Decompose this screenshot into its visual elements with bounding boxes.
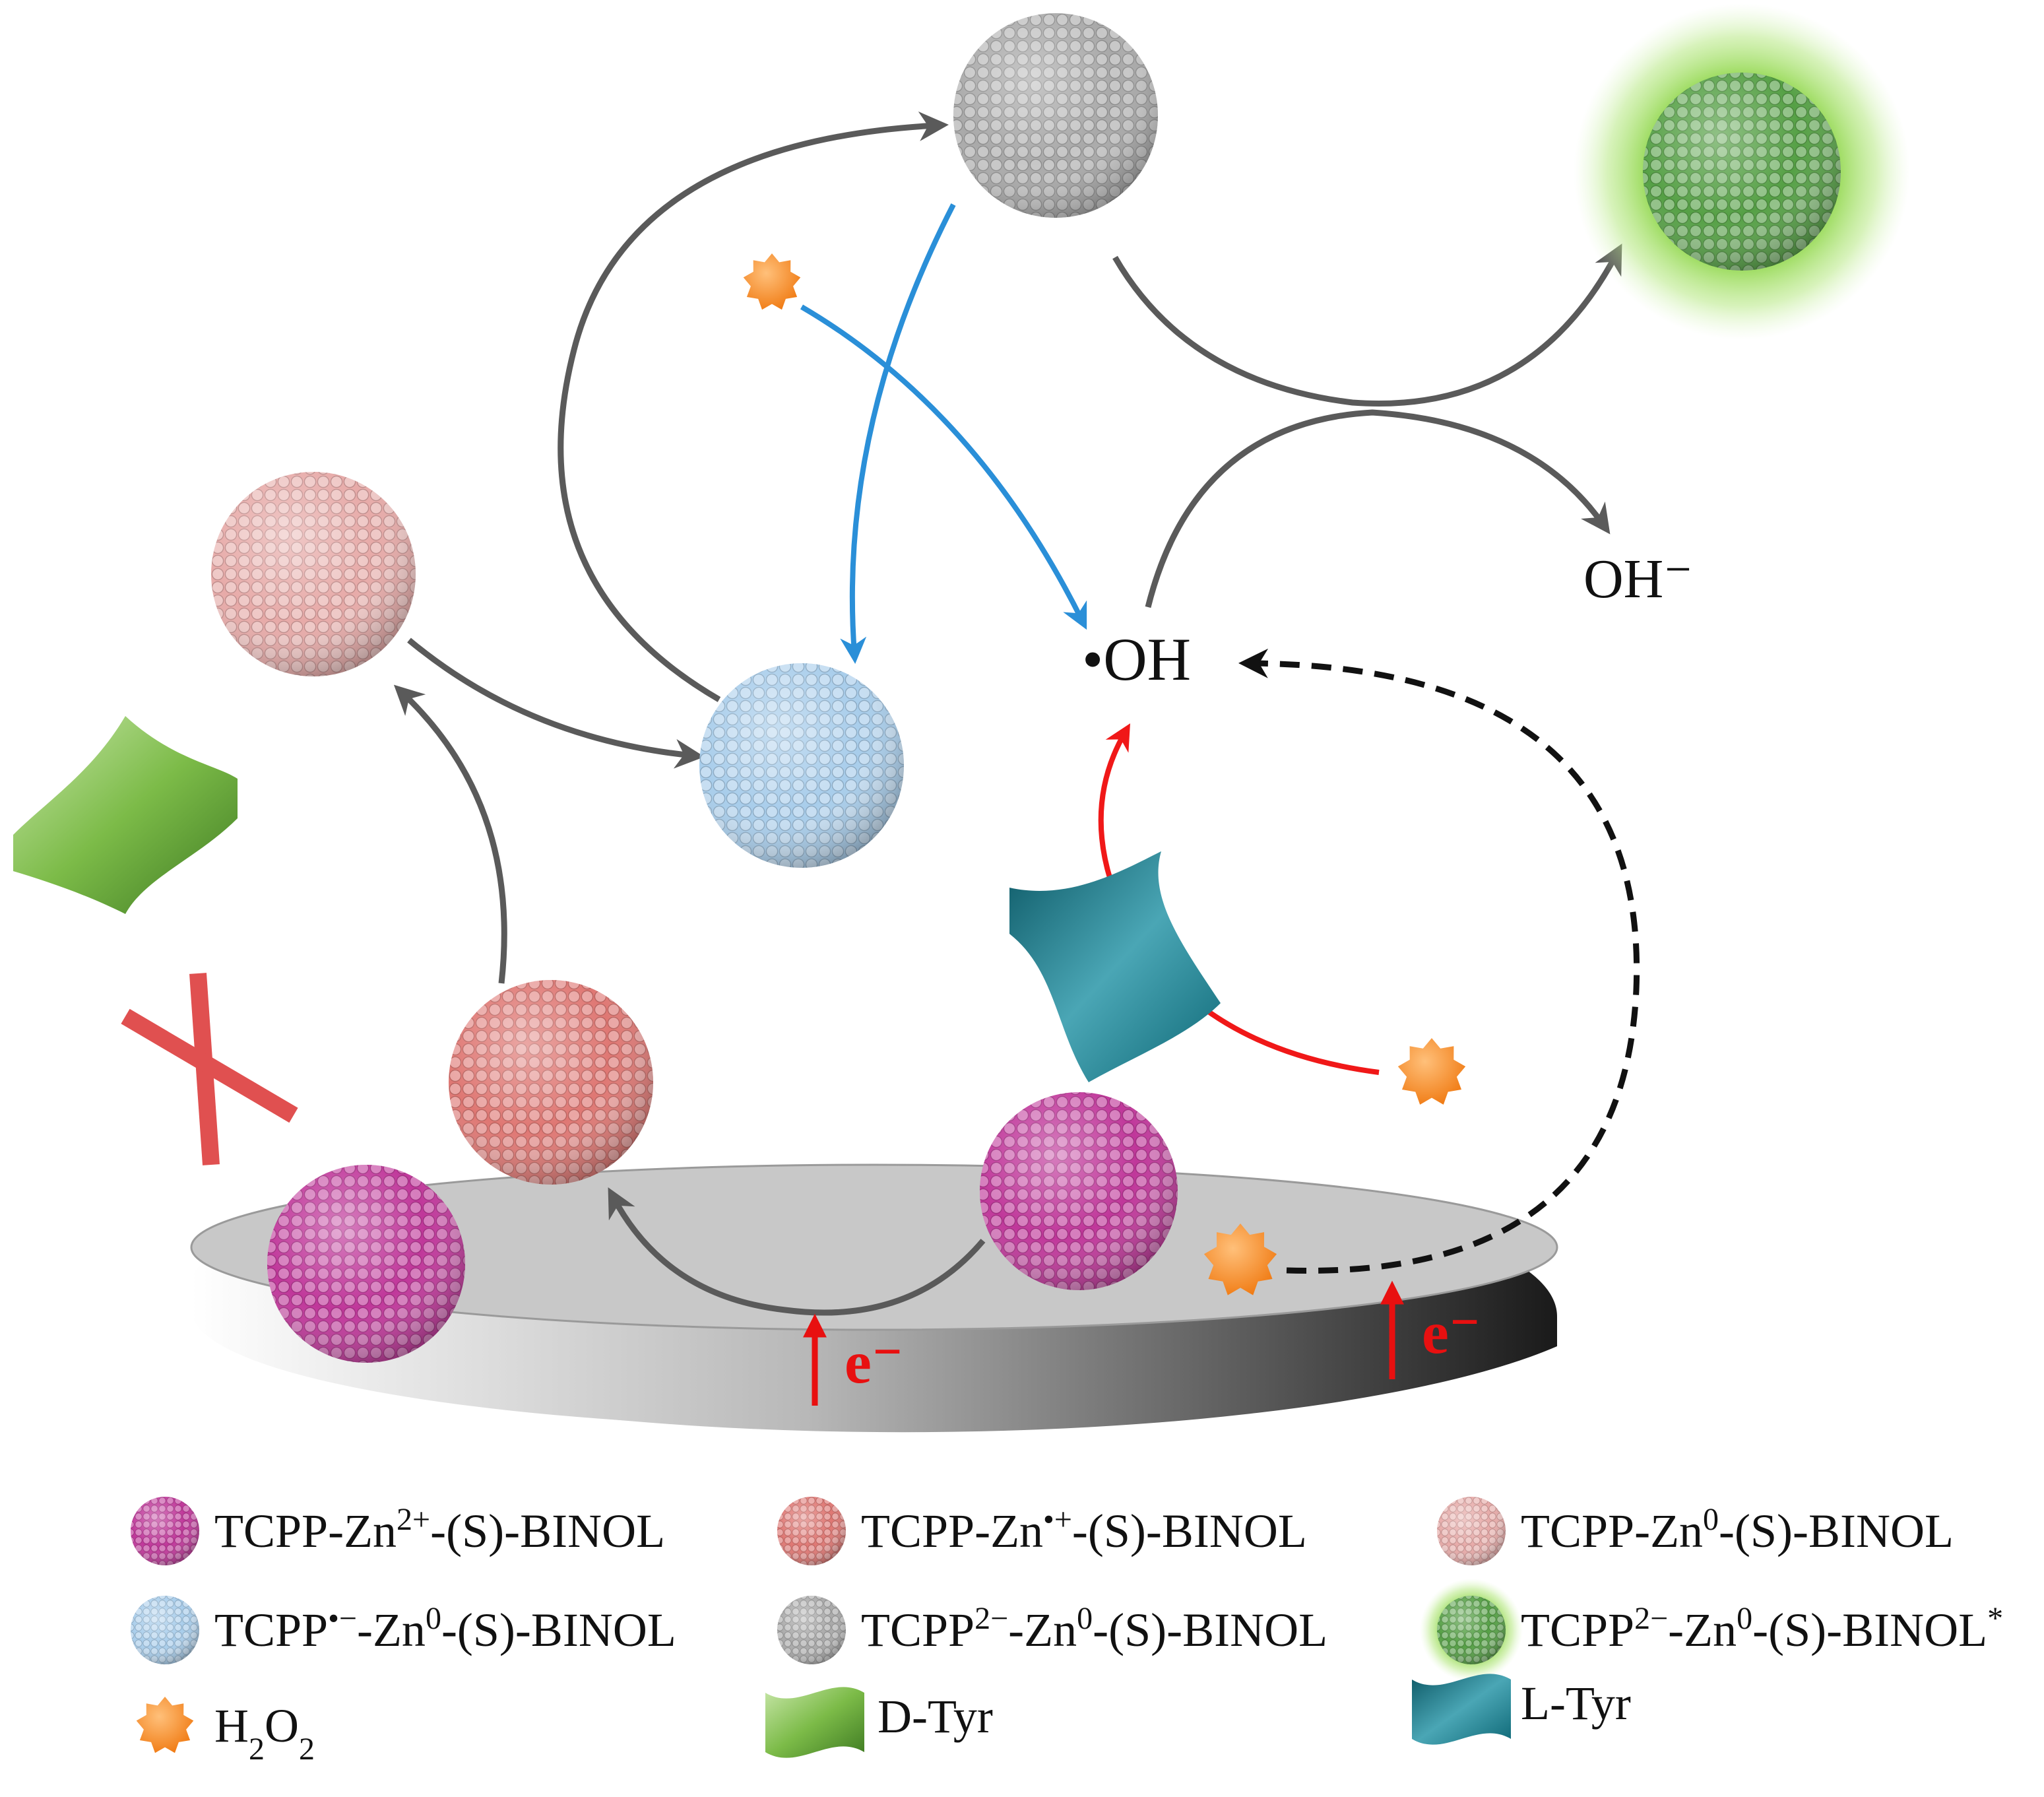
- tcpp-zn2-sphere-right: [980, 1092, 1178, 1290]
- h2o2-icon: [1397, 1038, 1466, 1105]
- legend-d-tyr-icon: [765, 1687, 864, 1758]
- legend-tcpp2-icon: [777, 1596, 846, 1664]
- electron-label: e⁻: [845, 1328, 903, 1396]
- tcpp-zn0-sphere: [211, 472, 416, 676]
- legend-tcppRad-label: TCPP•−-Zn0-(S)-BINOL: [214, 1601, 676, 1657]
- legend-l-tyr-icon: [1412, 1674, 1511, 1745]
- l-tyr-icon: [1009, 851, 1221, 1082]
- tcpp2-zn0-excited-sphere: [1643, 73, 1841, 271]
- tcpp-radical-anion-sphere: [699, 663, 904, 868]
- legend: TCPP-Zn2+-(S)-BINOL TCPP-Zn•+-(S)-BINOL TC…: [131, 1497, 2003, 1767]
- d-tyr-icon: [13, 716, 238, 914]
- legend-zn2-label: TCPP-Zn2+-(S)-BINOL: [214, 1502, 665, 1558]
- electrode: [190, 1163, 1558, 1433]
- blue-pathway-arrows: [800, 203, 1087, 664]
- legend-znRad-label: TCPP-Zn•+-(S)-BINOL: [861, 1502, 1307, 1558]
- legend-tcppRad-icon: [131, 1596, 199, 1664]
- tcpp-zn2-sphere-left: [267, 1165, 465, 1363]
- h2o2-icon: [1203, 1224, 1277, 1295]
- legend-tcpp2star-label: TCPP2−-Zn0-(S)-BINOL*: [1521, 1601, 2003, 1657]
- legend-l-tyr-label: L-Tyr: [1521, 1677, 1631, 1730]
- legend-zn0-icon: [1437, 1497, 1506, 1565]
- hydroxide-label: OH⁻: [1583, 548, 1693, 610]
- legend-d-tyr-label: D-Tyr: [878, 1690, 993, 1743]
- legend-zn2-icon: [131, 1497, 199, 1565]
- legend-tcpp2-label: TCPP2−-Zn0-(S)-BINOL: [861, 1601, 1327, 1657]
- legend-znRad-icon: [777, 1497, 846, 1565]
- tcpp2-zn0-sphere: [953, 13, 1158, 218]
- gray-pathway-arrows: [393, 111, 1622, 1316]
- electron-label: e⁻: [1422, 1299, 1481, 1366]
- electron-injection-1: e⁻: [803, 1313, 903, 1406]
- dashed-pathway-arrow: [1238, 648, 1640, 1274]
- cross-icon: [121, 973, 298, 1165]
- legend-tcpp2star-icon: [1437, 1596, 1506, 1664]
- legend-h2o2-label: H2O2: [214, 1699, 315, 1767]
- electron-injection-2: e⁻: [1380, 1280, 1481, 1379]
- tcpp-zn-radical-cation-sphere: [449, 980, 653, 1185]
- h2o2-icon: [743, 253, 801, 310]
- legend-zn0-label: TCPP-Zn0-(S)-BINOL: [1521, 1502, 1954, 1558]
- hydroxyl-radical-label: •OH: [1082, 626, 1191, 693]
- legend-h2o2-icon: [136, 1697, 194, 1753]
